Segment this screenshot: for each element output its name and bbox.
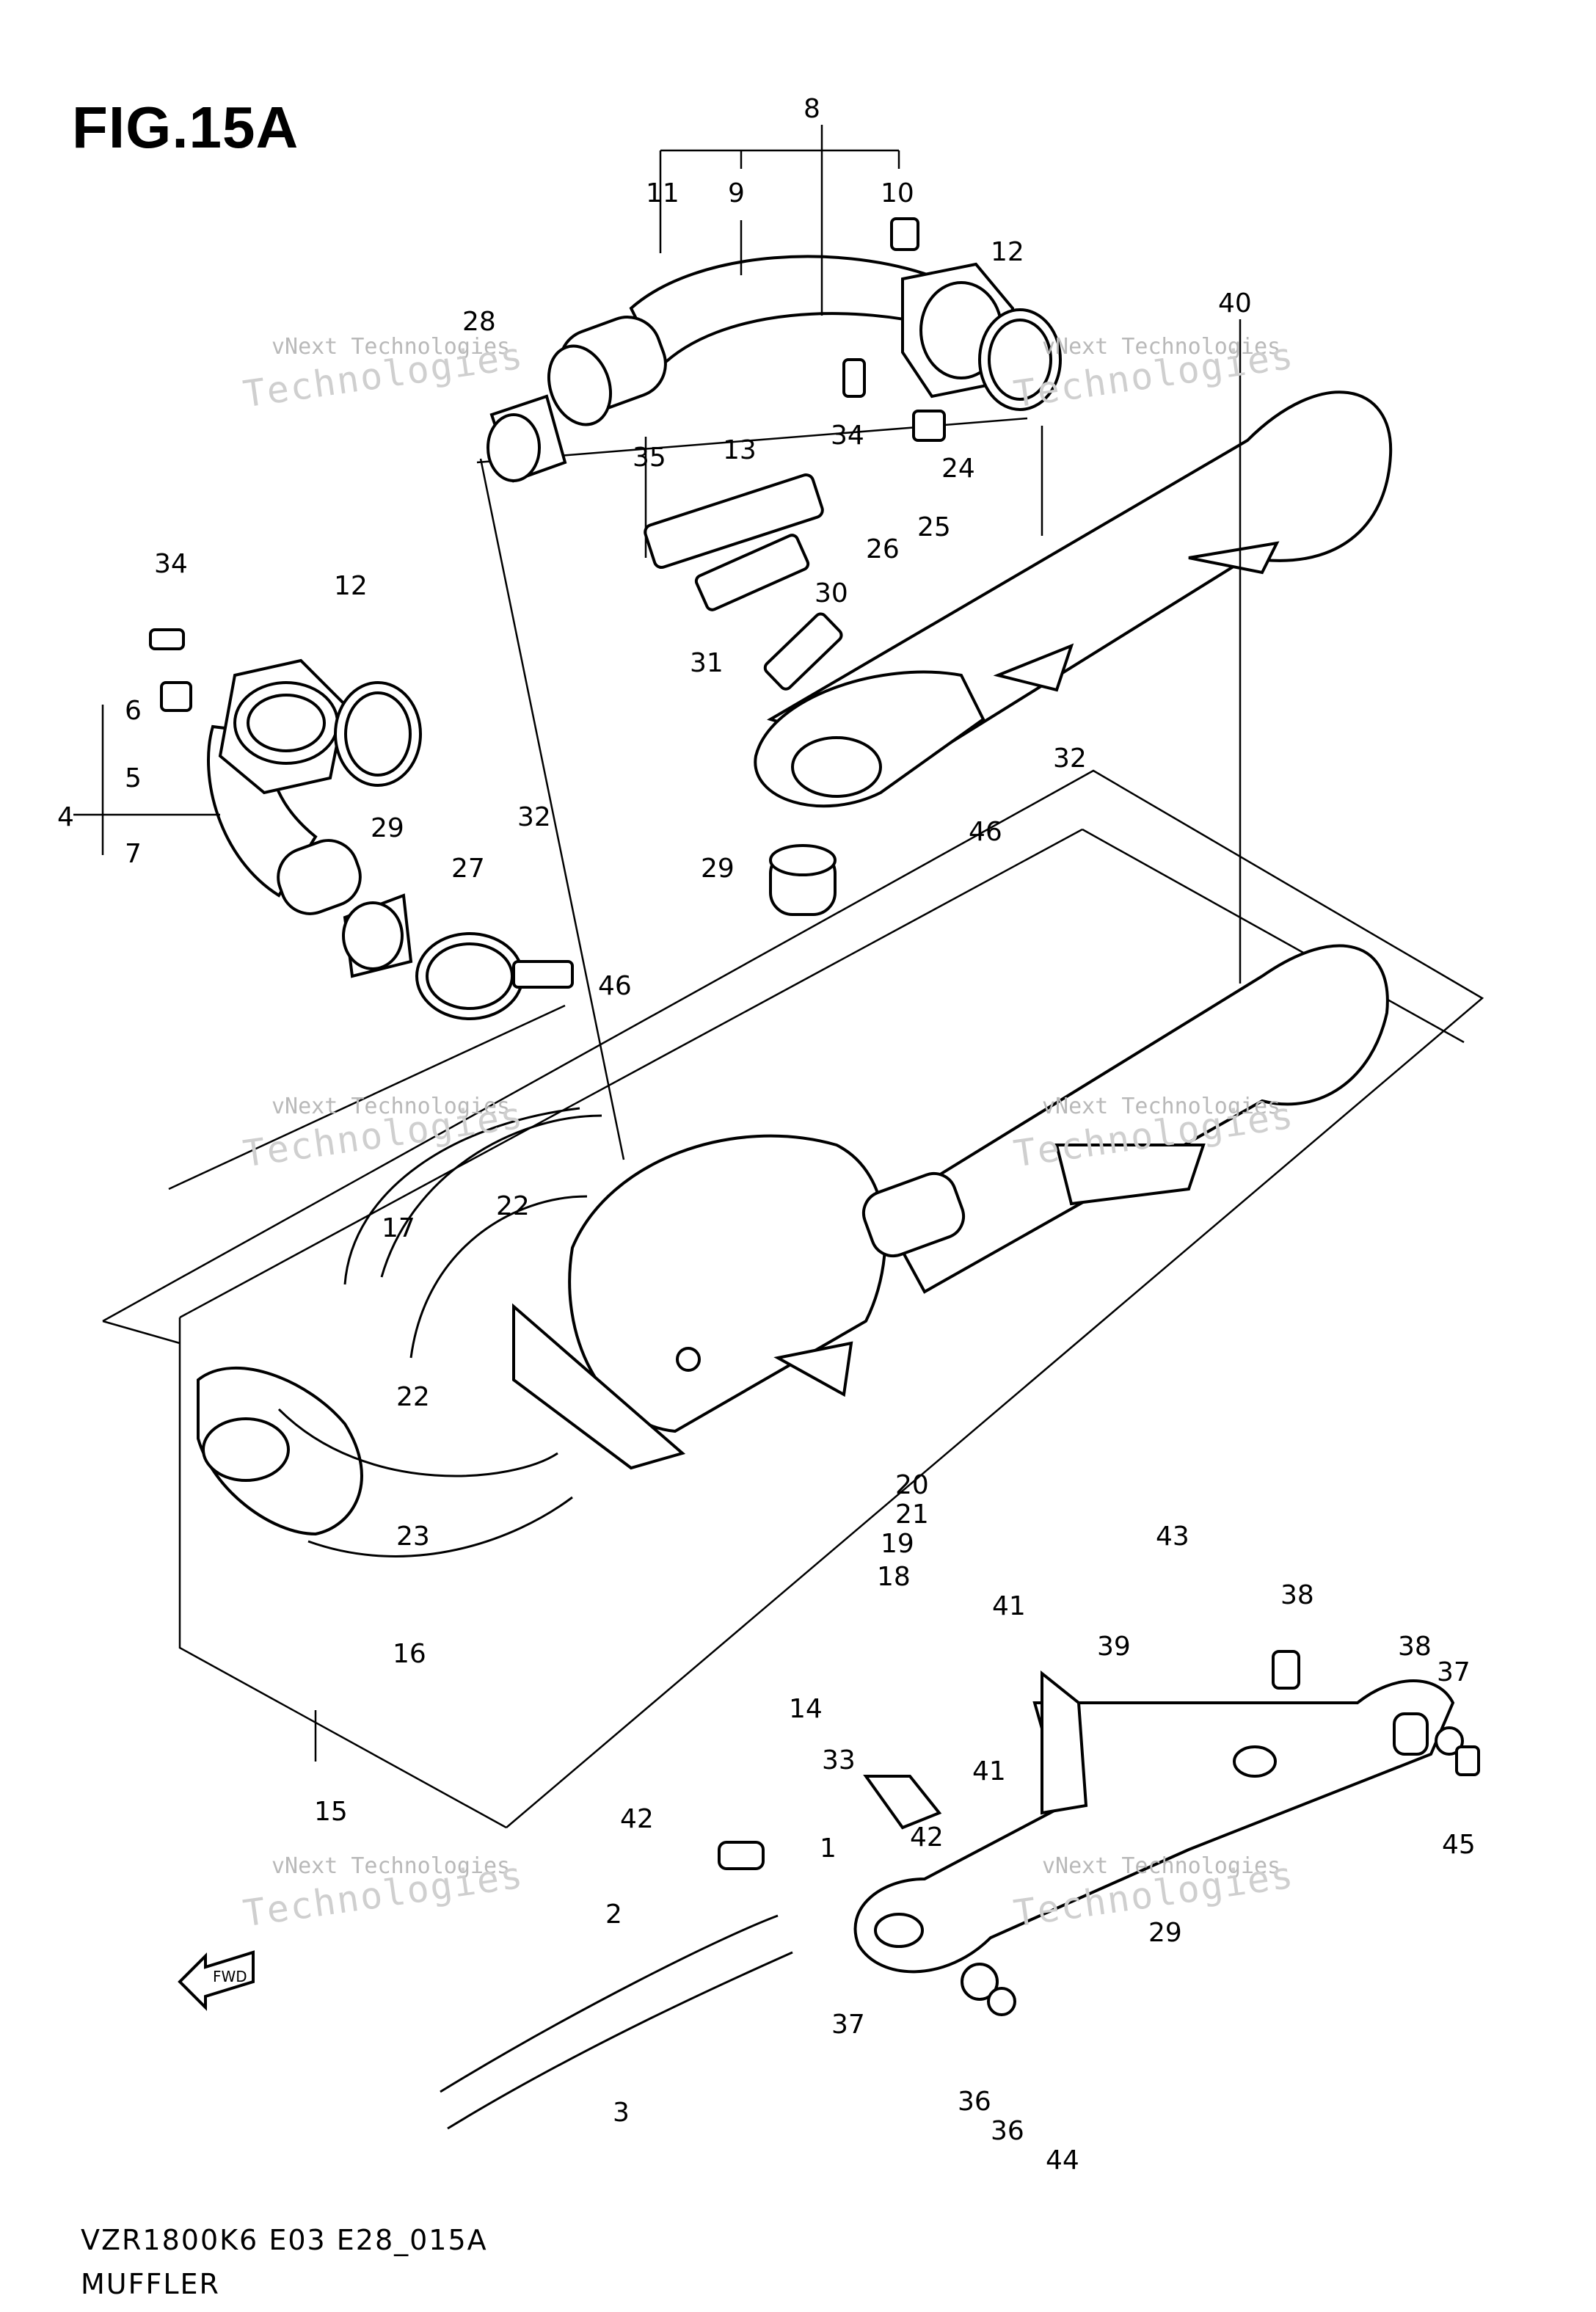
callout-label: 32 <box>1053 744 1087 774</box>
callout-label: 38 <box>1280 1580 1314 1610</box>
callout-label: 30 <box>815 578 848 608</box>
callout-label: 16 <box>393 1639 426 1669</box>
callout-label: 12 <box>991 237 1024 267</box>
callout-label: 27 <box>451 854 485 884</box>
callout-label: 28 <box>462 307 496 337</box>
callout-label: 2 <box>605 1900 622 1930</box>
callout-label: 36 <box>991 2116 1024 2146</box>
callout-label: 38 <box>1398 1632 1432 1662</box>
callout-label: 32 <box>517 802 551 832</box>
callout-label: 14 <box>789 1694 823 1724</box>
callout-label: 41 <box>972 1756 1006 1786</box>
callout-label: 8 <box>804 94 820 124</box>
callout-label: 34 <box>154 549 188 579</box>
callout-label: 42 <box>620 1804 654 1834</box>
fwd-label: FWD <box>213 1968 247 1985</box>
callout-label: 42 <box>910 1822 944 1853</box>
callout-label: 29 <box>701 854 735 884</box>
model-code: VZR1800K6 E03 E28_015A <box>81 2224 488 2256</box>
exhaust-assembly-main <box>197 944 1389 1557</box>
header-pipe-left <box>149 628 422 915</box>
callout-label: 15 <box>314 1797 348 1827</box>
callout-label: 43 <box>1156 1522 1189 1552</box>
callout-label: 20 <box>895 1470 929 1500</box>
callout-label: 12 <box>334 571 368 601</box>
callout-label: 44 <box>1046 2145 1079 2175</box>
callout-label: 36 <box>958 2087 991 2117</box>
callout-label: 13 <box>723 435 757 465</box>
callout-label: 46 <box>598 971 632 1001</box>
callout-labels: 8 11 9 10 12 40 28 34 35 13 24 25 26 30 … <box>57 94 1476 2175</box>
callout-label: 19 <box>881 1529 914 1559</box>
callout-label: 37 <box>831 2010 865 2040</box>
callout-label: 3 <box>613 2098 630 2128</box>
callout-label: 5 <box>125 763 142 793</box>
callout-label: 17 <box>382 1213 415 1243</box>
callout-label: 21 <box>895 1499 929 1530</box>
callout-label: 11 <box>646 178 679 208</box>
callout-label: 9 <box>728 178 745 208</box>
callout-label: 35 <box>633 443 666 473</box>
callout-label: 33 <box>822 1745 856 1775</box>
forward-direction-arrow: FWD <box>178 1950 255 2011</box>
callout-label: 6 <box>125 696 142 726</box>
callout-label: 18 <box>877 1562 911 1592</box>
callout-label: 39 <box>1097 1632 1131 1662</box>
leader-lines <box>73 125 1242 1762</box>
callout-label: 1 <box>820 1833 837 1864</box>
callout-label: 37 <box>1437 1657 1471 1687</box>
callout-label: 41 <box>992 1591 1026 1621</box>
callout-label: 34 <box>831 421 864 451</box>
callout-label: 22 <box>396 1382 430 1412</box>
callout-label: 22 <box>496 1191 530 1221</box>
assembly-frames <box>102 417 1484 1829</box>
callout-label: 7 <box>125 839 142 869</box>
section-name: MUFFLER <box>81 2268 220 2300</box>
header-pipe-upper <box>547 217 1062 426</box>
muffler-bracket <box>853 1650 1480 2016</box>
callout-label: 29 <box>371 813 404 843</box>
seals-and-clamps <box>342 394 837 1020</box>
callout-label: 45 <box>1442 1830 1476 1860</box>
callout-label: 10 <box>881 178 914 208</box>
callout-label: 29 <box>1148 1918 1182 1948</box>
exhaust-cables <box>440 1775 942 2130</box>
callout-label: 4 <box>57 802 74 832</box>
callout-label: 46 <box>969 817 1002 847</box>
callout-label: 26 <box>866 534 900 564</box>
callout-label: 40 <box>1218 288 1252 319</box>
callout-label: 23 <box>396 1522 430 1552</box>
callout-label: 25 <box>917 512 951 542</box>
muffler-upper <box>644 390 1393 808</box>
figure-title: FIG.15A <box>72 95 299 160</box>
callout-label: 24 <box>941 454 975 484</box>
callout-label: 31 <box>690 648 724 678</box>
